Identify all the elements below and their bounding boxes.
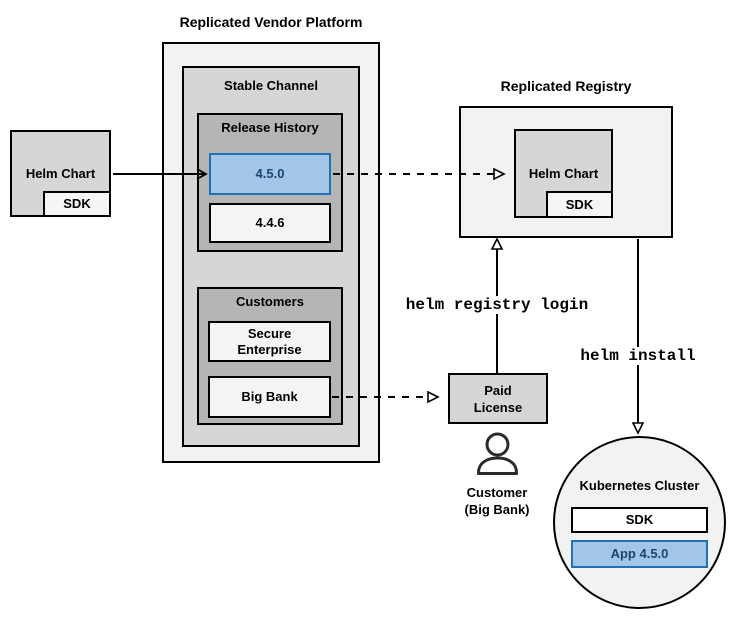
release-version-446: 4.4.6 xyxy=(209,203,331,243)
registry-title: Replicated Registry xyxy=(500,78,632,94)
customer-big-bank: Big Bank xyxy=(208,376,331,418)
customer-company: (Big Bank) xyxy=(464,502,530,517)
cluster-app-box: App 4.5.0 xyxy=(571,540,708,568)
customer-secure-enterprise-label: Secure Enterprise xyxy=(237,325,302,357)
command-helm-registry-login: helm registry login xyxy=(400,296,594,314)
registry-sdk-box: SDK xyxy=(546,191,613,218)
release-history-label: Release History xyxy=(221,120,319,135)
customer-secure-enterprise: Secure Enterprise xyxy=(208,321,331,362)
person-icon xyxy=(477,432,518,475)
customers-label: Customers xyxy=(236,294,304,309)
release-version-450: 4.5.0 xyxy=(209,153,331,195)
source-helm-chart-label: Helm Chart xyxy=(25,165,96,181)
registry-helm-chart: Helm Chart SDK xyxy=(514,129,613,218)
vendor-platform-title: Replicated Vendor Platform xyxy=(179,14,363,30)
cluster-sdk-box: SDK xyxy=(571,507,708,533)
command-helm-install: helm install xyxy=(575,347,701,365)
paid-license-box: Paid License xyxy=(448,373,548,424)
kubernetes-cluster-title: Kubernetes Cluster xyxy=(579,478,700,493)
registry-helm-chart-label: Helm Chart xyxy=(528,165,599,181)
paid-license-label: Paid License xyxy=(473,382,523,415)
source-sdk-box: SDK xyxy=(43,191,111,217)
source-helm-chart: Helm Chart SDK xyxy=(10,130,111,217)
stable-channel-label: Stable Channel xyxy=(224,78,318,93)
customer-name: Customer xyxy=(466,485,528,500)
kubernetes-cluster-circle: Kubernetes Cluster SDK App 4.5.0 xyxy=(553,436,726,609)
customer-caption: Customer (Big Bank) xyxy=(437,484,557,518)
